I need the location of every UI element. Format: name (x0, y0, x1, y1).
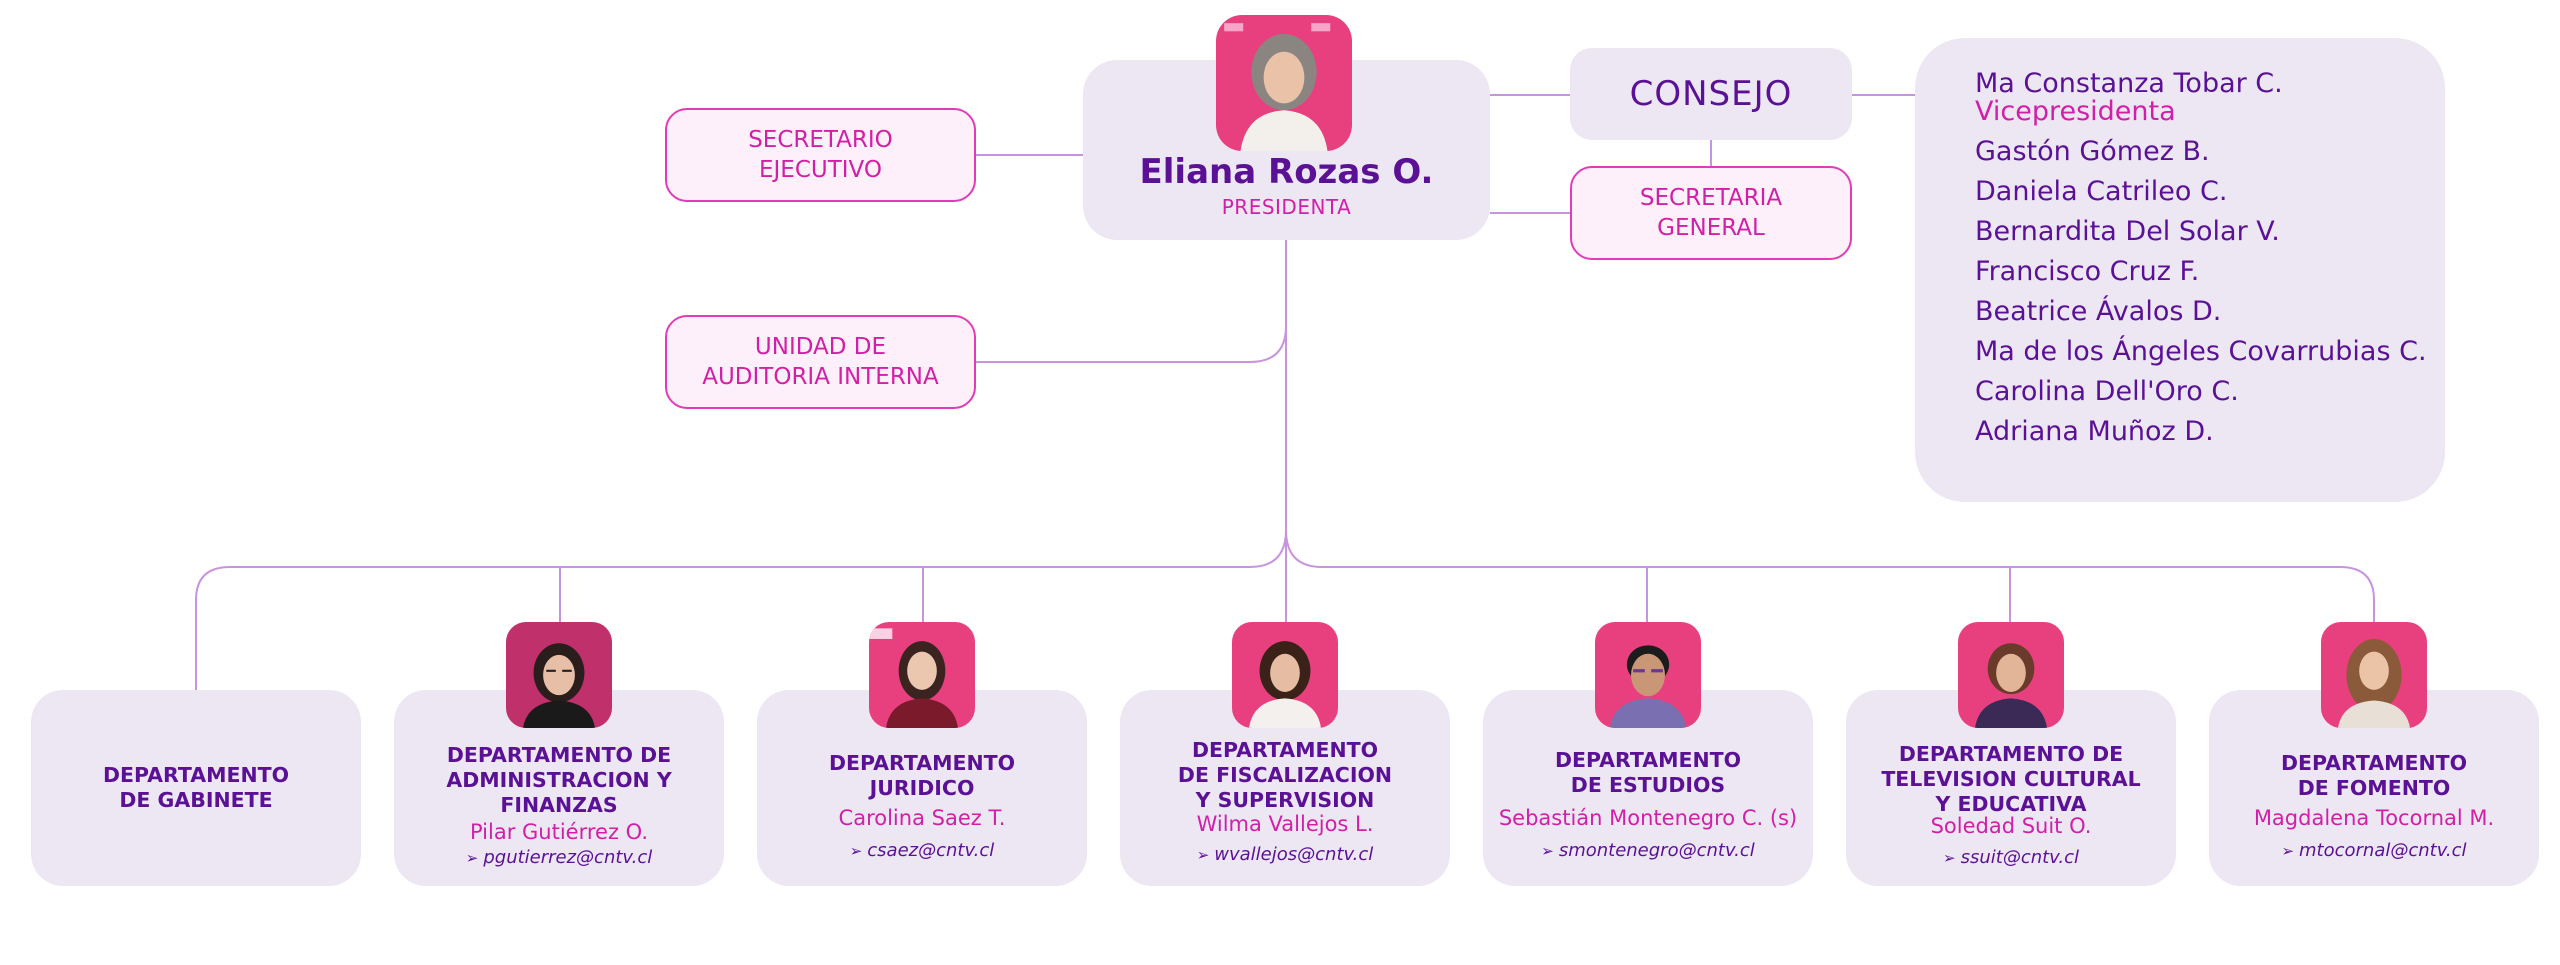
member-name: Gastón Gómez B. (1975, 136, 2210, 167)
department-head-photo (1232, 622, 1338, 728)
department-head: Sebastián Montenegro C. (s) (1498, 806, 1798, 830)
send-icon: ➢ (1196, 846, 1210, 864)
president-role: PRESIDENTA (1221, 195, 1352, 219)
department-title: DEPARTAMENTO DE FISCALIZACION Y SUPERVIS… (1177, 738, 1393, 812)
department-head: Soledad Suit O. (1930, 814, 2092, 838)
department-email[interactable]: ➢ssuit@cntv.cl (1846, 847, 2176, 868)
department-title: DEPARTAMENTO JURIDICO (828, 751, 1016, 800)
email-text: wvallejos@cntv.cl (1214, 844, 1374, 865)
department-head-photo (869, 622, 975, 728)
department-email[interactable]: ➢pgutierrez@cntv.cl (394, 847, 724, 868)
department-head: Wilma Vallejos L. (1196, 812, 1374, 836)
secretaria-general-box: SECRETARIA GENERAL (1570, 166, 1852, 260)
department-head: Carolina Saez T. (838, 806, 1006, 830)
department-head: Magdalena Tocornal M. (2253, 806, 2495, 830)
department-head-photo (2321, 622, 2427, 728)
department-title: DEPARTAMENTO DE GABINETE (102, 763, 290, 812)
member-name: Beatrice Ávalos D. (1975, 296, 2222, 327)
member-name: Ma Constanza Tobar C. (1975, 68, 2283, 99)
email-text: csaez@cntv.cl (867, 840, 995, 861)
email-text: pgutierrez@cntv.cl (483, 847, 653, 868)
member-name: Bernardita Del Solar V. (1975, 216, 2280, 247)
member-name: Adriana Muñoz D. (1975, 416, 2214, 447)
department-title: DEPARTAMENTO DE FOMENTO (2280, 751, 2468, 800)
department-title: DEPARTAMENTO DE TELEVISION CULTURAL Y ED… (1881, 742, 2141, 816)
consejo-label: CONSEJO (1629, 74, 1793, 114)
department-head-photo (1595, 622, 1701, 728)
email-text: mtocornal@cntv.cl (2299, 840, 2467, 861)
consejo-box: CONSEJO (1570, 48, 1852, 140)
department-email[interactable]: ➢csaez@cntv.cl (757, 840, 1087, 861)
department-head-photo (1958, 622, 2064, 728)
send-icon: ➢ (465, 849, 479, 867)
department-administracion-box: DEPARTAMENTO DE ADMINISTRACION Y FINANZA… (394, 690, 724, 886)
send-icon: ➢ (1541, 842, 1554, 860)
unidad-auditoria-box: UNIDAD DE AUDITORIA INTERNA (665, 315, 976, 409)
consejo-members-box: Ma Constanza Tobar C. Vicepresidenta Gas… (1915, 38, 2445, 502)
department-email[interactable]: ➢wvallejos@cntv.cl (1120, 844, 1450, 865)
department-head-photo (506, 622, 612, 728)
department-gabinete-box: DEPARTAMENTO DE GABINETE (31, 690, 361, 886)
member-name: Ma de los Ángeles Covarrubias C. (1975, 336, 2427, 367)
send-icon: ➢ (849, 842, 863, 860)
member-name: Francisco Cruz F. (1975, 256, 2200, 287)
send-icon: ➢ (2281, 842, 2295, 860)
member-name: Daniela Catrileo C. (1975, 176, 2228, 207)
department-email[interactable]: ➢mtocornal@cntv.cl (2209, 840, 2539, 861)
president-photo (1216, 15, 1352, 151)
president-name: Eliana Rozas O. (1139, 152, 1434, 192)
email-text: ssuit@cntv.cl (1960, 847, 2079, 868)
send-icon: ➢ (1943, 849, 1956, 867)
department-title: DEPARTAMENTO DE ADMINISTRACION Y FINANZA… (446, 743, 672, 817)
member-name: Carolina Dell'Oro C. (1975, 376, 2239, 407)
email-text: smontenegro@cntv.cl (1558, 840, 1755, 861)
department-fomento-box: DEPARTAMENTO DE FOMENTO Magdalena Tocorn… (2209, 690, 2539, 886)
department-title: DEPARTAMENTO DE ESTUDIOS (1554, 748, 1742, 797)
department-email[interactable]: ➢smontenegro@cntv.cl (1483, 840, 1813, 861)
department-head: Pilar Gutiérrez O. (469, 820, 649, 844)
member-role: Vicepresidenta (1975, 96, 2176, 127)
secretario-ejecutivo-box: SECRETARIO EJECUTIVO (665, 108, 976, 202)
